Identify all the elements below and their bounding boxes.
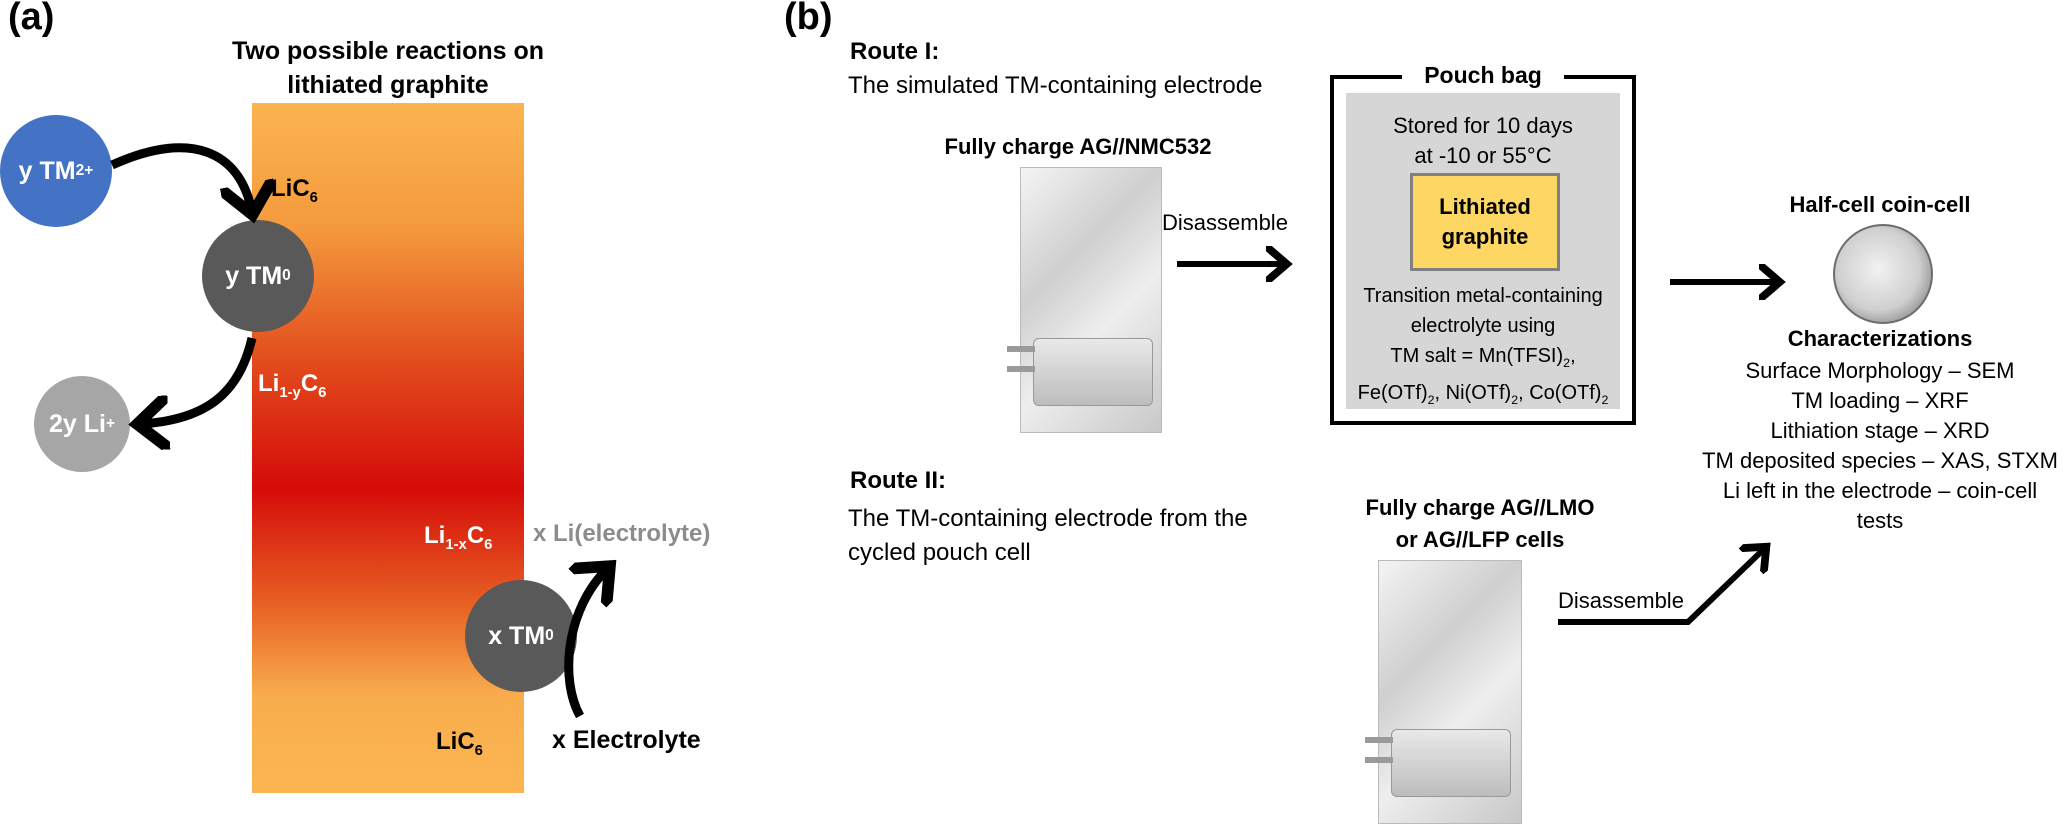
storage-conditions: Stored for 10 days at -10 or 55°C (1393, 113, 1573, 168)
half-cell-title: Half-cell coin-cell (1789, 192, 1971, 217)
x-li-electrolyte-label: x Li(electrolyte) (533, 520, 711, 547)
pouch-cell-image-1 (1007, 167, 1162, 433)
pouch-bag-inner: Stored for 10 days at -10 or 55°C Lithia… (1346, 93, 1620, 409)
full-charge-nmc532-label: Fully charge AG//NMC532 (944, 134, 1212, 159)
arrow-electrolyte-to-li (564, 568, 608, 719)
arrow-disassemble-2 (1558, 548, 1765, 625)
li1y-c6-label: Li1-yC6 (258, 370, 327, 401)
route1-desc: The simulated TM-containing electrode (848, 72, 1263, 99)
pouch-cell-image-2 (1365, 560, 1522, 824)
characterization-item: Surface Morphology – SEM (1745, 358, 2015, 383)
arrow-tm0-to-li (140, 336, 257, 424)
pouch-bag-box: Stored for 10 days at -10 or 55°C Lithia… (1330, 75, 1636, 425)
route1-title: Route I: (850, 38, 940, 65)
characterizations-title: Characterizations (1787, 326, 1973, 351)
characterization-item: tests (1856, 508, 1904, 533)
li1x-c6-label: Li1-xC6 (424, 522, 493, 553)
characterizations-list: Surface Morphology – SEM TM loading – XR… (1670, 356, 2070, 536)
arrow-tm2-to-tm0 (110, 143, 252, 212)
coin-cell-image (1833, 224, 1933, 324)
characterization-item: TM deposited species – XAS, STXM (1702, 448, 2058, 473)
route2-title: Route II: (850, 467, 946, 494)
lithiated-graphite-bar (252, 103, 524, 793)
panel-b-label: (b) (784, 0, 833, 38)
panel-a-title: Two possible reactions on lithiated grap… (208, 34, 568, 102)
characterization-item: Lithiation stage – XRD (1770, 418, 1990, 443)
disassemble-label-2: Disassemble (1558, 588, 1684, 613)
panel-a-label: (a) (8, 0, 55, 38)
lic6-bottom-label: LiC6 (436, 728, 483, 759)
route2-desc: The TM-containing electrode from the cyc… (848, 505, 1248, 566)
tm-electrolyte-description: Transition metal-containing electrolyte … (1357, 285, 1609, 407)
characterization-item: Li left in the electrode – coin-cell (1722, 478, 2038, 503)
2y-li-plus-circle: 2y Li+ (34, 376, 130, 472)
panel-a-title-line2: lithiated graphite (287, 71, 489, 99)
pouch-bag-title: Pouch bag (1402, 62, 1564, 89)
full-charge-lmo-lfp-label: Fully charge AG//LMO or AG//LFP cells (1365, 495, 1595, 552)
characterization-item: TM loading – XRF (1791, 388, 1969, 413)
panel-a-title-line1: Two possible reactions on (231, 37, 545, 65)
x-electrolyte-label: x Electrolyte (552, 726, 701, 754)
disassemble-label-1: Disassemble (1162, 210, 1288, 235)
